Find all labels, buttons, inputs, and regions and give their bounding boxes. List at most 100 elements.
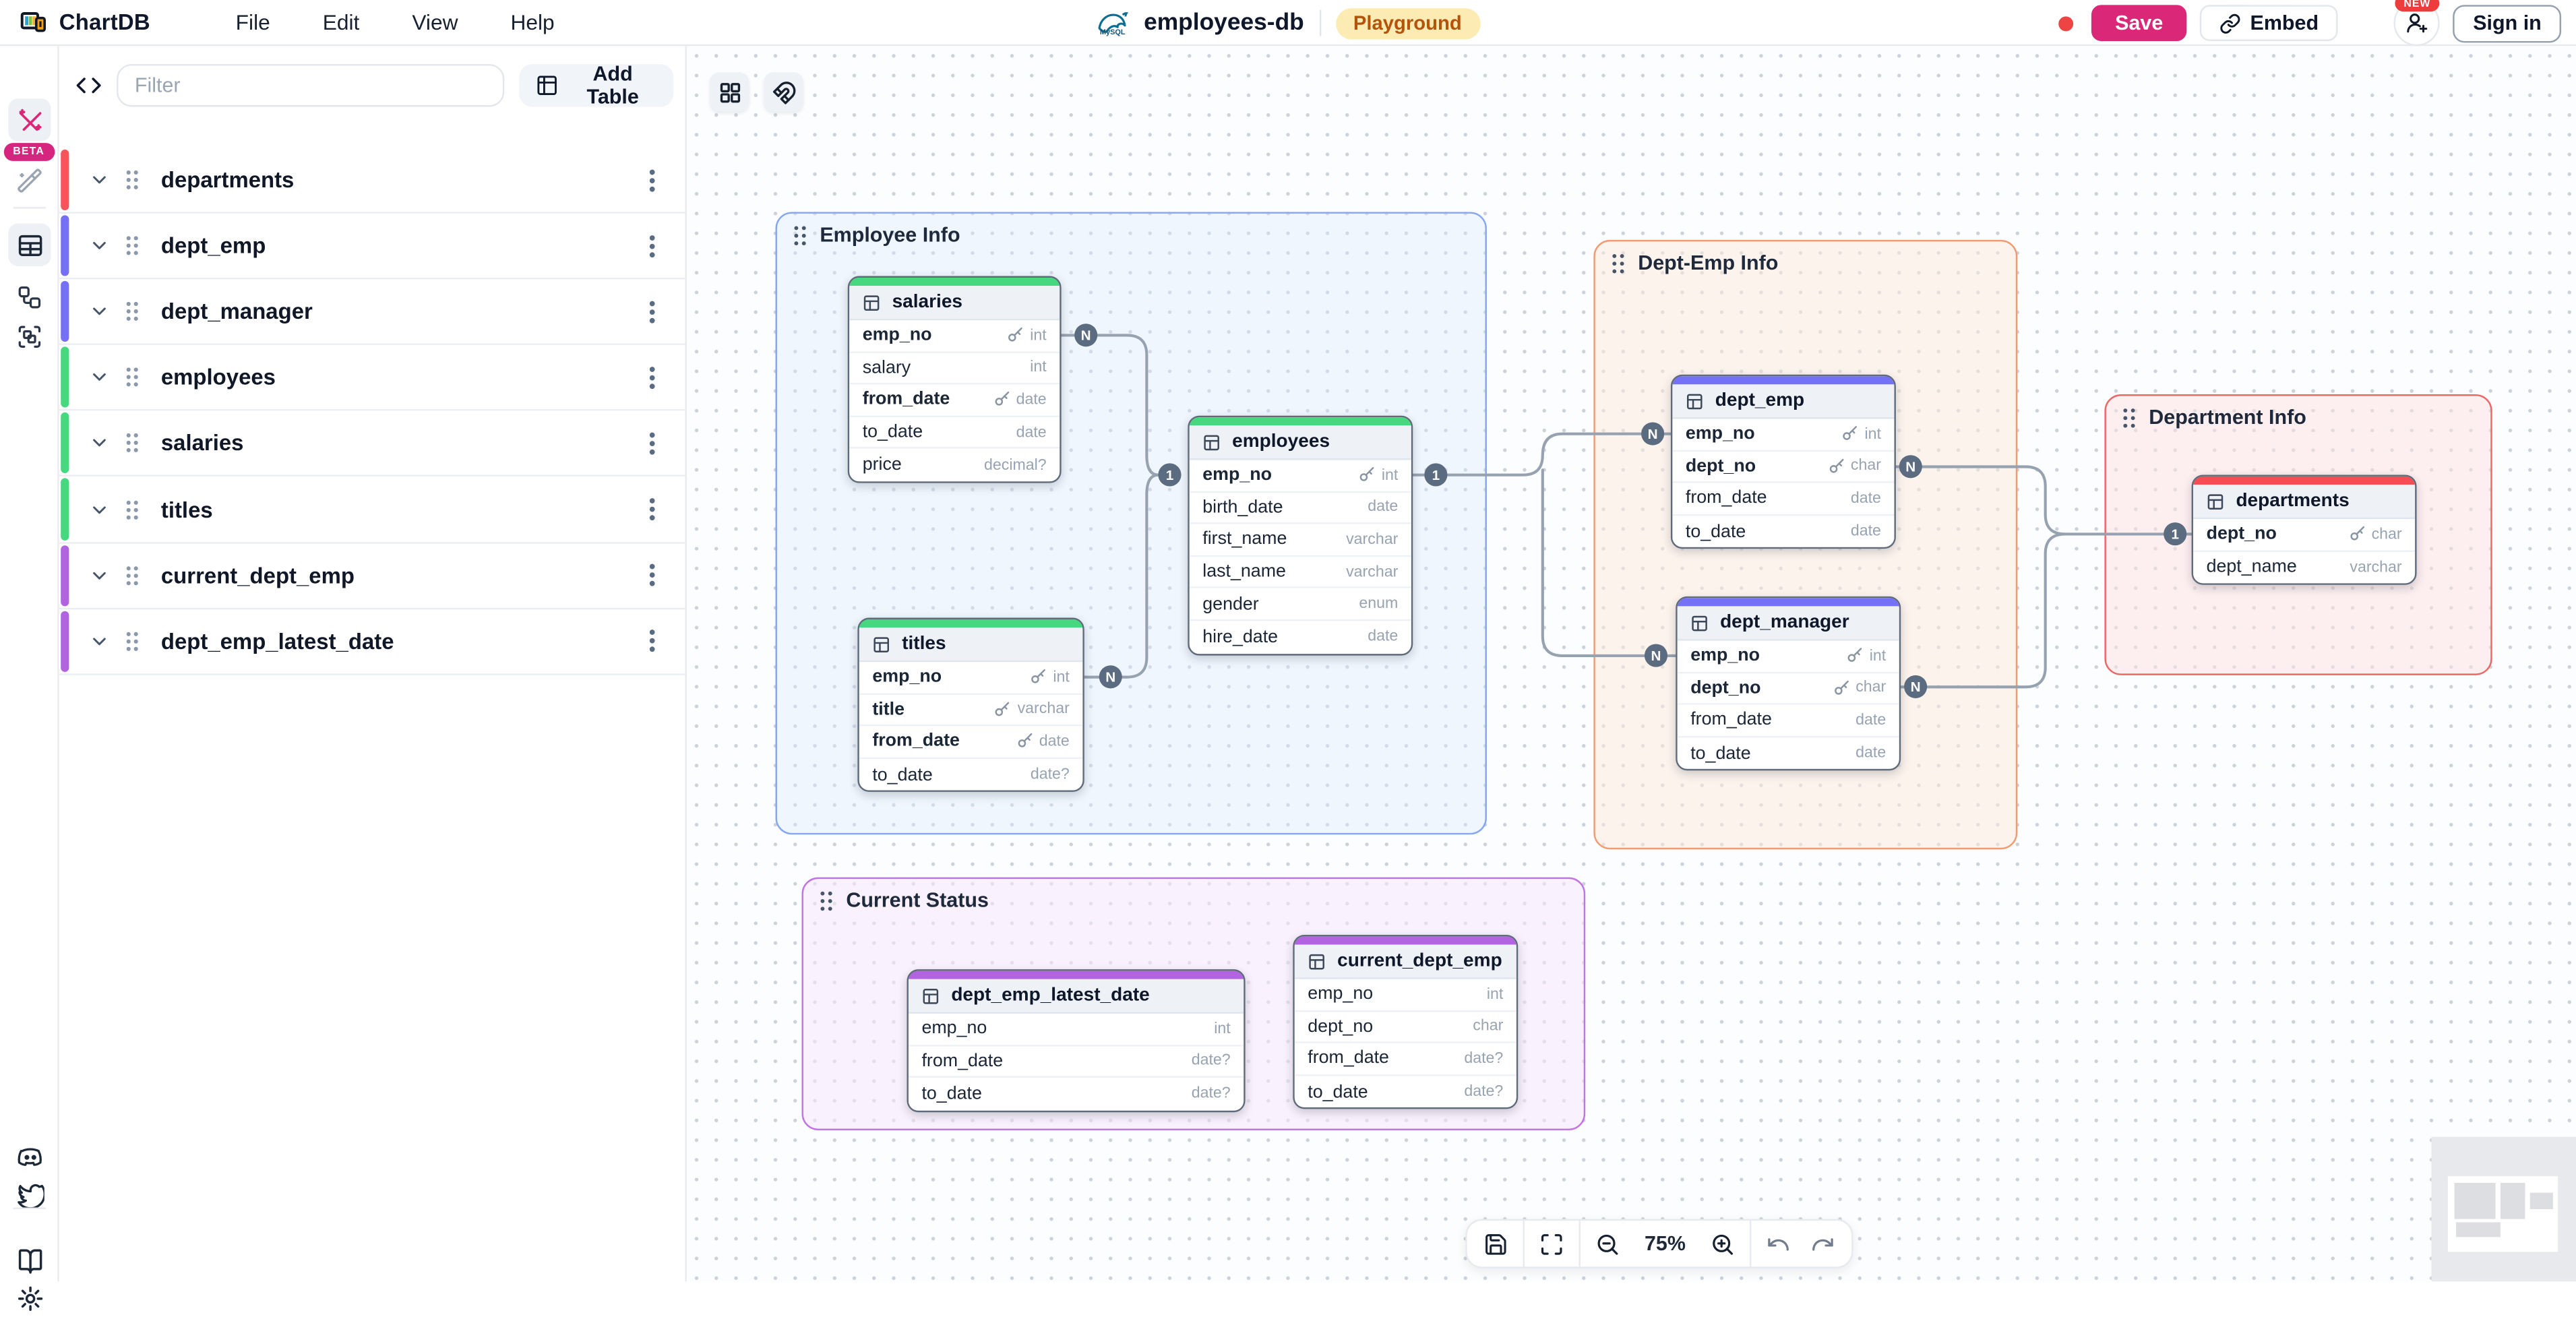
minimap-area-rect xyxy=(2501,1184,2525,1220)
sidebar-table-row-dept_manager[interactable]: dept_manager xyxy=(59,280,685,346)
field-name: to_date xyxy=(1686,522,1746,541)
table-header[interactable]: employees xyxy=(1190,425,1411,460)
save-diagram-button[interactable] xyxy=(1473,1223,1518,1265)
tables-panel-button[interactable] xyxy=(8,224,51,266)
field-type: int xyxy=(1487,985,1503,1004)
key-icon xyxy=(1828,458,1844,474)
chevron-down-icon[interactable] xyxy=(89,235,111,257)
menubar: File Edit View Help xyxy=(210,3,581,41)
sidebar-table-row-current_dept_emp[interactable]: current_dept_emp xyxy=(59,543,685,609)
table-header[interactable]: current_dept_emp xyxy=(1295,945,1516,979)
sidebar-table-row-employees[interactable]: employees xyxy=(59,346,685,412)
workflow-icon xyxy=(16,284,42,311)
grip-icon[interactable] xyxy=(125,499,140,520)
chevron-down-icon[interactable] xyxy=(89,433,111,454)
add-table-button[interactable]: Add Table xyxy=(519,64,673,106)
table-header[interactable]: dept_emp_latest_date xyxy=(909,979,1244,1014)
fit-view-button[interactable] xyxy=(1529,1223,1574,1265)
table-name: dept_emp xyxy=(161,233,266,258)
diagram-canvas[interactable]: Employee Info Dept-Emp Info Department I… xyxy=(687,46,2576,1282)
sidebar-table-row-dept_emp[interactable]: dept_emp xyxy=(59,214,685,280)
table-menu-button[interactable] xyxy=(649,299,656,324)
diagram-name[interactable]: employees-db xyxy=(1144,10,1304,36)
field-type: date xyxy=(1016,423,1047,441)
undo-button[interactable] xyxy=(1756,1223,1801,1265)
code-view-button[interactable] xyxy=(75,72,102,98)
grip-icon[interactable] xyxy=(125,367,140,388)
zoom-in-icon xyxy=(1711,1231,1736,1256)
sidebar-table-row-titles[interactable]: titles xyxy=(59,477,685,543)
grip-icon[interactable] xyxy=(125,433,140,454)
table-menu-button[interactable] xyxy=(649,233,656,258)
menu-file[interactable]: File xyxy=(210,3,297,41)
chevron-down-icon[interactable] xyxy=(89,301,111,323)
table-menu-button[interactable] xyxy=(649,365,656,390)
field-name: to_date xyxy=(1308,1082,1368,1101)
cardinality-badge: N xyxy=(1074,324,1097,346)
field-name: emp_no xyxy=(863,326,932,345)
field-name: to_date xyxy=(863,423,923,442)
table-header[interactable]: departments xyxy=(2193,485,2415,519)
table-color-bar xyxy=(1678,598,1899,606)
grip-icon[interactable] xyxy=(125,630,140,652)
save-button[interactable]: Save xyxy=(2092,5,2186,41)
field-name: from_date xyxy=(921,1051,1003,1071)
sidebar-table-row-dept_emp_latest_date[interactable]: dept_emp_latest_date xyxy=(59,609,685,675)
relationships-panel-button[interactable] xyxy=(8,276,51,319)
chevron-down-icon[interactable] xyxy=(89,499,111,520)
chevron-down-icon[interactable] xyxy=(89,565,111,586)
table-menu-button[interactable] xyxy=(649,629,656,654)
filter-input[interactable] xyxy=(117,64,504,106)
grip-icon[interactable] xyxy=(125,301,140,323)
sidebar-table-row-departments[interactable]: departments xyxy=(59,148,685,214)
areas-panel-button[interactable] xyxy=(8,315,51,358)
wand-secondary-button[interactable] xyxy=(8,159,51,202)
table-menu-button[interactable] xyxy=(649,497,656,522)
chevron-down-icon[interactable] xyxy=(89,630,111,652)
table-header[interactable]: dept_manager xyxy=(1678,606,1899,640)
field-name: emp_no xyxy=(1690,646,1760,666)
icon-rail: BETA xyxy=(0,46,59,1282)
grip-icon[interactable] xyxy=(125,235,140,257)
table-header[interactable]: salaries xyxy=(849,286,1060,320)
beta-badge: BETA xyxy=(3,143,55,161)
table-header[interactable]: titles xyxy=(859,627,1083,662)
table-header[interactable]: dept_emp xyxy=(1672,384,1894,419)
table-menu-button[interactable] xyxy=(649,431,656,456)
invite-user-button[interactable]: NEW xyxy=(2394,0,2440,46)
minimap[interactable] xyxy=(2432,1137,2576,1282)
grip-icon[interactable] xyxy=(125,169,140,191)
menu-edit[interactable]: Edit xyxy=(297,3,386,41)
layout-grid-button[interactable] xyxy=(710,72,749,112)
chevron-down-icon[interactable] xyxy=(89,169,111,191)
table-menu-button[interactable] xyxy=(649,168,656,193)
sidebar-table-row-salaries[interactable]: salaries xyxy=(59,411,685,477)
ai-magic-button[interactable] xyxy=(8,98,51,141)
snap-magnet-button[interactable] xyxy=(764,72,803,112)
table-menu-button[interactable] xyxy=(649,563,656,588)
settings-button[interactable] xyxy=(8,1277,51,1319)
chevron-down-icon[interactable] xyxy=(89,367,111,388)
zoom-in-button[interactable] xyxy=(1700,1223,1745,1265)
sign-in-button[interactable]: Sign in xyxy=(2453,4,2561,42)
embed-button[interactable]: Embed xyxy=(2199,5,2338,41)
zoom-out-button[interactable] xyxy=(1585,1223,1630,1265)
docs-button[interactable] xyxy=(8,1239,51,1281)
app-brand[interactable]: ChartDB xyxy=(20,8,150,36)
grip-icon[interactable] xyxy=(125,565,140,586)
zoom-level[interactable]: 75% xyxy=(1630,1232,1700,1255)
menu-help[interactable]: Help xyxy=(484,3,580,41)
field-name: emp_no xyxy=(921,1019,987,1039)
menu-view[interactable]: View xyxy=(386,3,484,41)
redo-button[interactable] xyxy=(1801,1223,1845,1265)
